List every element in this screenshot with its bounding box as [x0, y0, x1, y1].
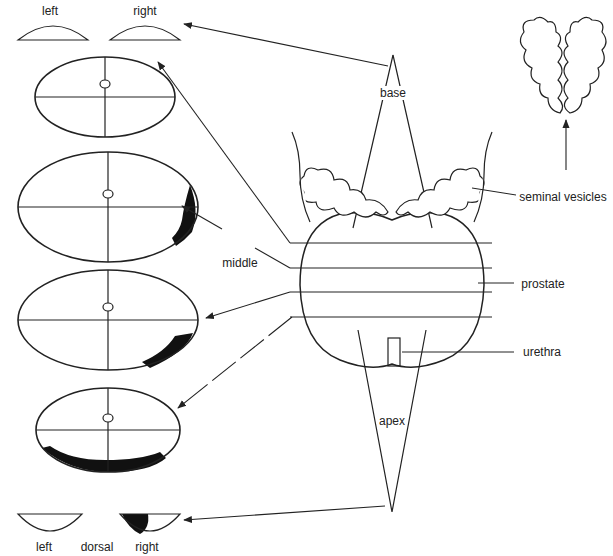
base-right-slice — [110, 26, 180, 40]
region-label: apex — [378, 414, 406, 428]
part-label: urethra — [522, 345, 562, 359]
part-label: seminal vesicles — [518, 190, 607, 204]
slice-side-label: right — [134, 540, 159, 554]
section-3 — [18, 270, 198, 370]
section-1 — [35, 57, 175, 137]
region-label: base — [379, 86, 407, 100]
section-4 — [36, 388, 180, 472]
seminal-vesicles-isolated — [520, 17, 606, 113]
slice-side-label: left — [35, 540, 53, 554]
leader-lines — [402, 188, 516, 352]
apex-right-slice — [120, 514, 180, 534]
section-arrows — [158, 24, 566, 520]
section-2 — [18, 152, 198, 262]
seminal-vesicles-in-situ — [292, 132, 492, 222]
part-label: prostate — [520, 277, 565, 291]
orientation-label: dorsal — [80, 540, 115, 554]
region-label: middle — [221, 256, 258, 270]
slice-side-label: left — [41, 4, 59, 18]
urethra-marker — [388, 338, 400, 366]
base-left-slice — [18, 26, 88, 40]
slice-side-label: right — [132, 4, 157, 18]
apex-left-slice — [18, 514, 82, 531]
prostate-organ — [290, 55, 492, 512]
